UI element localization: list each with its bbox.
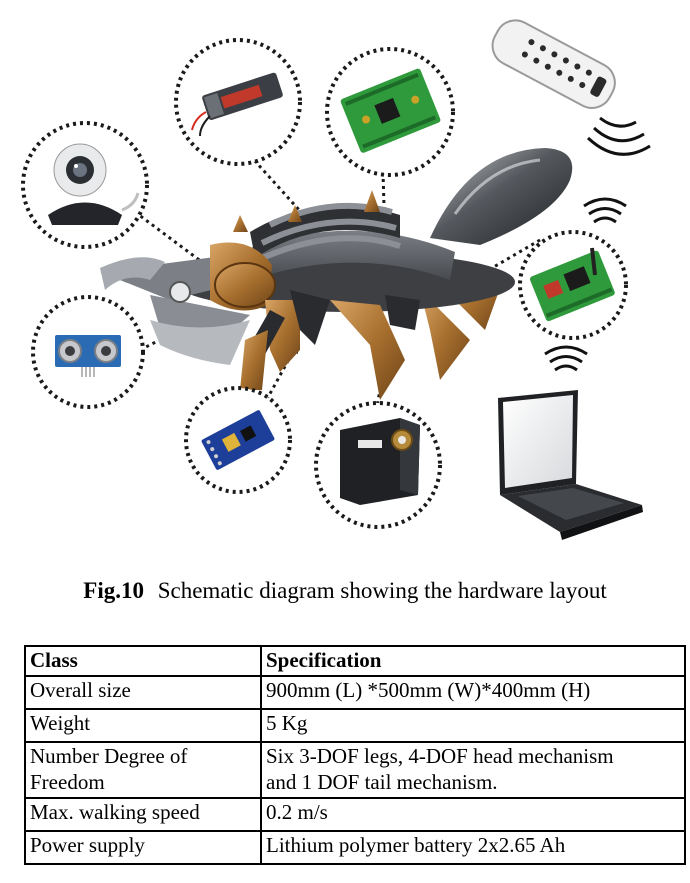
table-row: Power supply Lithium polymer battery 2x2…	[24, 830, 686, 865]
row-specification: Six 3-DOF legs, 4-DOF head mechanism and…	[260, 741, 686, 799]
table-row: Number Degree of Freedom Six 3-DOF legs,…	[24, 741, 686, 799]
row-spec-line-2: and 1 DOF tail mechanism.	[266, 770, 498, 794]
row-specification: Lithium polymer battery 2x2.65 Ah	[260, 830, 686, 865]
wireless-module-icon	[518, 197, 628, 340]
specification-table: Class Specification Overall size 900mm (…	[24, 645, 686, 865]
laptop-icon	[498, 345, 643, 540]
figure-caption: Fig.10 Schematic diagram showing the har…	[0, 578, 690, 604]
row-specification: 900mm (L) *500mm (W)*400mm (H)	[260, 675, 686, 710]
row-class: Power supply	[24, 830, 262, 865]
row-class: Weight	[24, 708, 262, 743]
lipo-battery-icon	[174, 38, 302, 166]
ultrasonic-sensor-icon	[31, 295, 145, 409]
row-class-line-2: Freedom	[30, 770, 105, 794]
row-class: Max. walking speed	[24, 797, 262, 832]
row-class: Overall size	[24, 675, 262, 710]
table-row: Overall size 900mm (L) *500mm (W)*400mm …	[24, 675, 686, 710]
table-header-row: Class Specification	[24, 645, 686, 677]
row-spec-line-1: Six 3-DOF legs, 4-DOF head mechanism	[266, 744, 614, 768]
row-specification: 0.2 m/s	[260, 797, 686, 832]
hardware-layout-figure	[21, 19, 651, 540]
header-class: Class	[24, 645, 262, 677]
figure-caption-text: Schematic diagram showing the hardware l…	[157, 578, 607, 603]
row-class: Number Degree of Freedom	[24, 741, 262, 799]
hexapod-scorpion-robot-icon	[100, 148, 573, 400]
servo-motor-icon	[314, 401, 442, 529]
row-specification: 5 Kg	[260, 708, 686, 743]
figure-number: Fig.10	[83, 578, 144, 603]
table-row: Weight 5 Kg	[24, 708, 686, 743]
imu-sensor-icon	[184, 386, 292, 494]
ir-remote-icon	[491, 19, 651, 156]
header-specification: Specification	[260, 645, 686, 677]
controller-board-icon	[325, 47, 455, 177]
table-row: Max. walking speed 0.2 m/s	[24, 797, 686, 832]
row-class-line-1: Number Degree of	[30, 744, 188, 768]
webcam-icon	[21, 121, 149, 249]
